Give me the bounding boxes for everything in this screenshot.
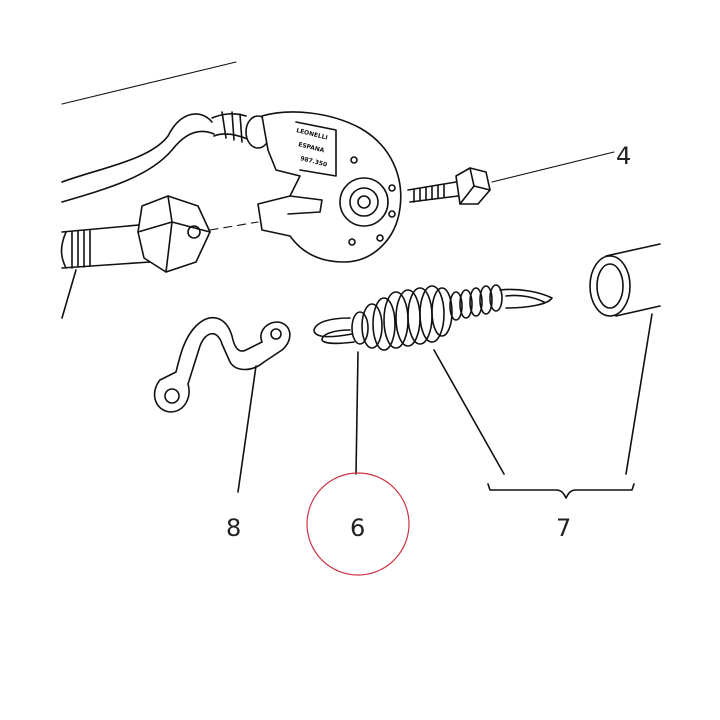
spring-part-6 (313, 284, 553, 475)
cable (211, 111, 271, 149)
callout-6: 6 (350, 514, 365, 542)
axle-shaft (60, 195, 259, 319)
bolt-part-4 (407, 167, 491, 205)
highlight-circle-6 (306, 472, 410, 576)
bracket-part-8 (153, 316, 291, 493)
sleeve-part-7 (433, 243, 661, 499)
frame-lines (61, 61, 237, 203)
actuator-housing: LEONELLI ESPANA 987.350 (257, 111, 402, 263)
leader-line-4 (491, 151, 615, 183)
callout-8: 8 (226, 514, 241, 542)
callout-4: 4 (616, 142, 631, 170)
callout-7: 7 (556, 514, 571, 542)
